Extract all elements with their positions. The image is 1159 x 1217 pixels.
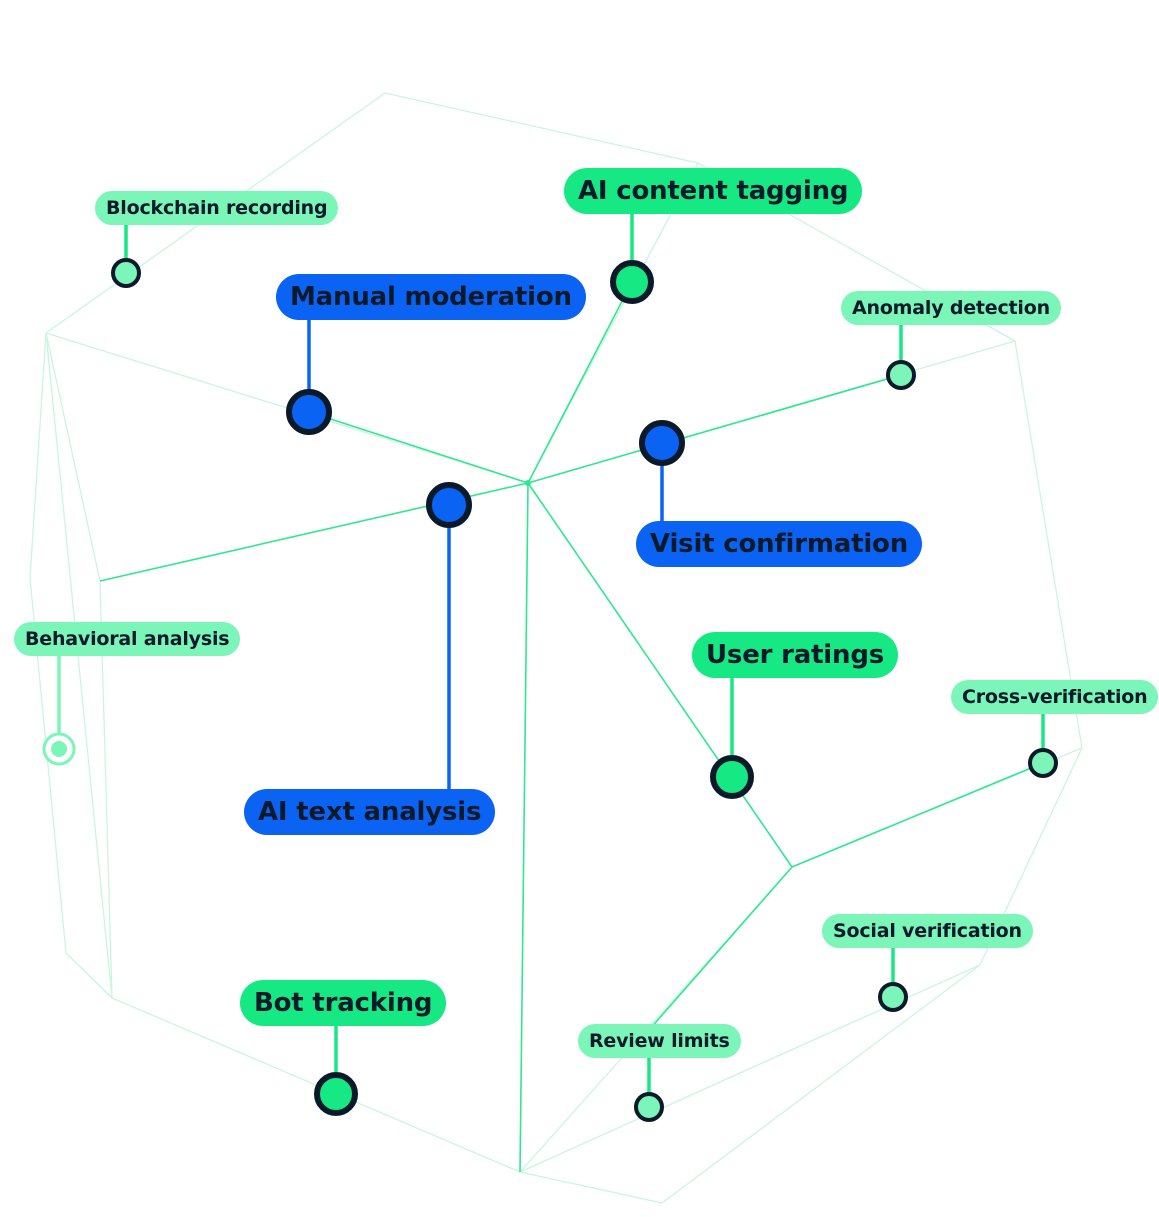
label-cross-verification: Cross-verification xyxy=(951,680,1159,714)
node-ai-content-tagging xyxy=(610,260,654,304)
label-manual-moderation: Manual moderation xyxy=(276,274,586,320)
node-visit-confirmation xyxy=(639,420,685,466)
label-review-limits: Review limits xyxy=(578,1024,741,1058)
core-edge xyxy=(519,482,529,1173)
label-ai-content-tagging: AI content tagging xyxy=(564,168,863,214)
label-anomaly-detection: Anomaly detection xyxy=(841,291,1061,325)
label-blockchain-recording: Blockchain recording xyxy=(95,191,339,225)
label-visit-confirmation: Visit confirmation xyxy=(636,521,923,567)
label-user-ratings: User ratings xyxy=(692,632,899,678)
node-ai-text-analysis xyxy=(426,482,472,528)
node-manual-moderation xyxy=(286,389,332,435)
node-user-ratings xyxy=(710,755,754,799)
core-edge xyxy=(527,281,633,484)
node-bot-tracking xyxy=(314,1072,358,1116)
node-social-verification xyxy=(878,982,908,1012)
mesh-edge xyxy=(29,332,47,579)
node-behavioral-analysis-core xyxy=(51,741,67,757)
core-edges xyxy=(99,281,1044,1173)
node-blockchain-recording xyxy=(111,258,141,288)
mesh-edge xyxy=(65,952,113,999)
hub-node xyxy=(525,480,531,486)
core-edge xyxy=(527,482,793,868)
label-connectors xyxy=(57,212,1045,1095)
label-bot-tracking: Bot tracking xyxy=(240,980,447,1026)
mesh-edge xyxy=(519,1171,663,1204)
core-edge xyxy=(648,866,793,1031)
node-anomaly-detection xyxy=(886,360,916,390)
label-behavioral-analysis: Behavioral analysis xyxy=(14,622,241,656)
mesh-edge xyxy=(519,964,981,1173)
label-ai-text-analysis: AI text analysis xyxy=(244,789,496,835)
node-review-limits xyxy=(634,1092,664,1122)
mesh-edge xyxy=(45,332,113,999)
mesh-edge xyxy=(45,332,101,582)
node-cross-verification xyxy=(1028,748,1058,778)
mesh-edge xyxy=(384,92,699,164)
core-edge xyxy=(791,762,1044,868)
label-social-verification: Social verification xyxy=(822,914,1033,948)
core-edge xyxy=(308,411,529,484)
mesh-edge xyxy=(661,964,981,1204)
core-edge xyxy=(527,374,902,484)
node-markers xyxy=(42,258,1058,1122)
